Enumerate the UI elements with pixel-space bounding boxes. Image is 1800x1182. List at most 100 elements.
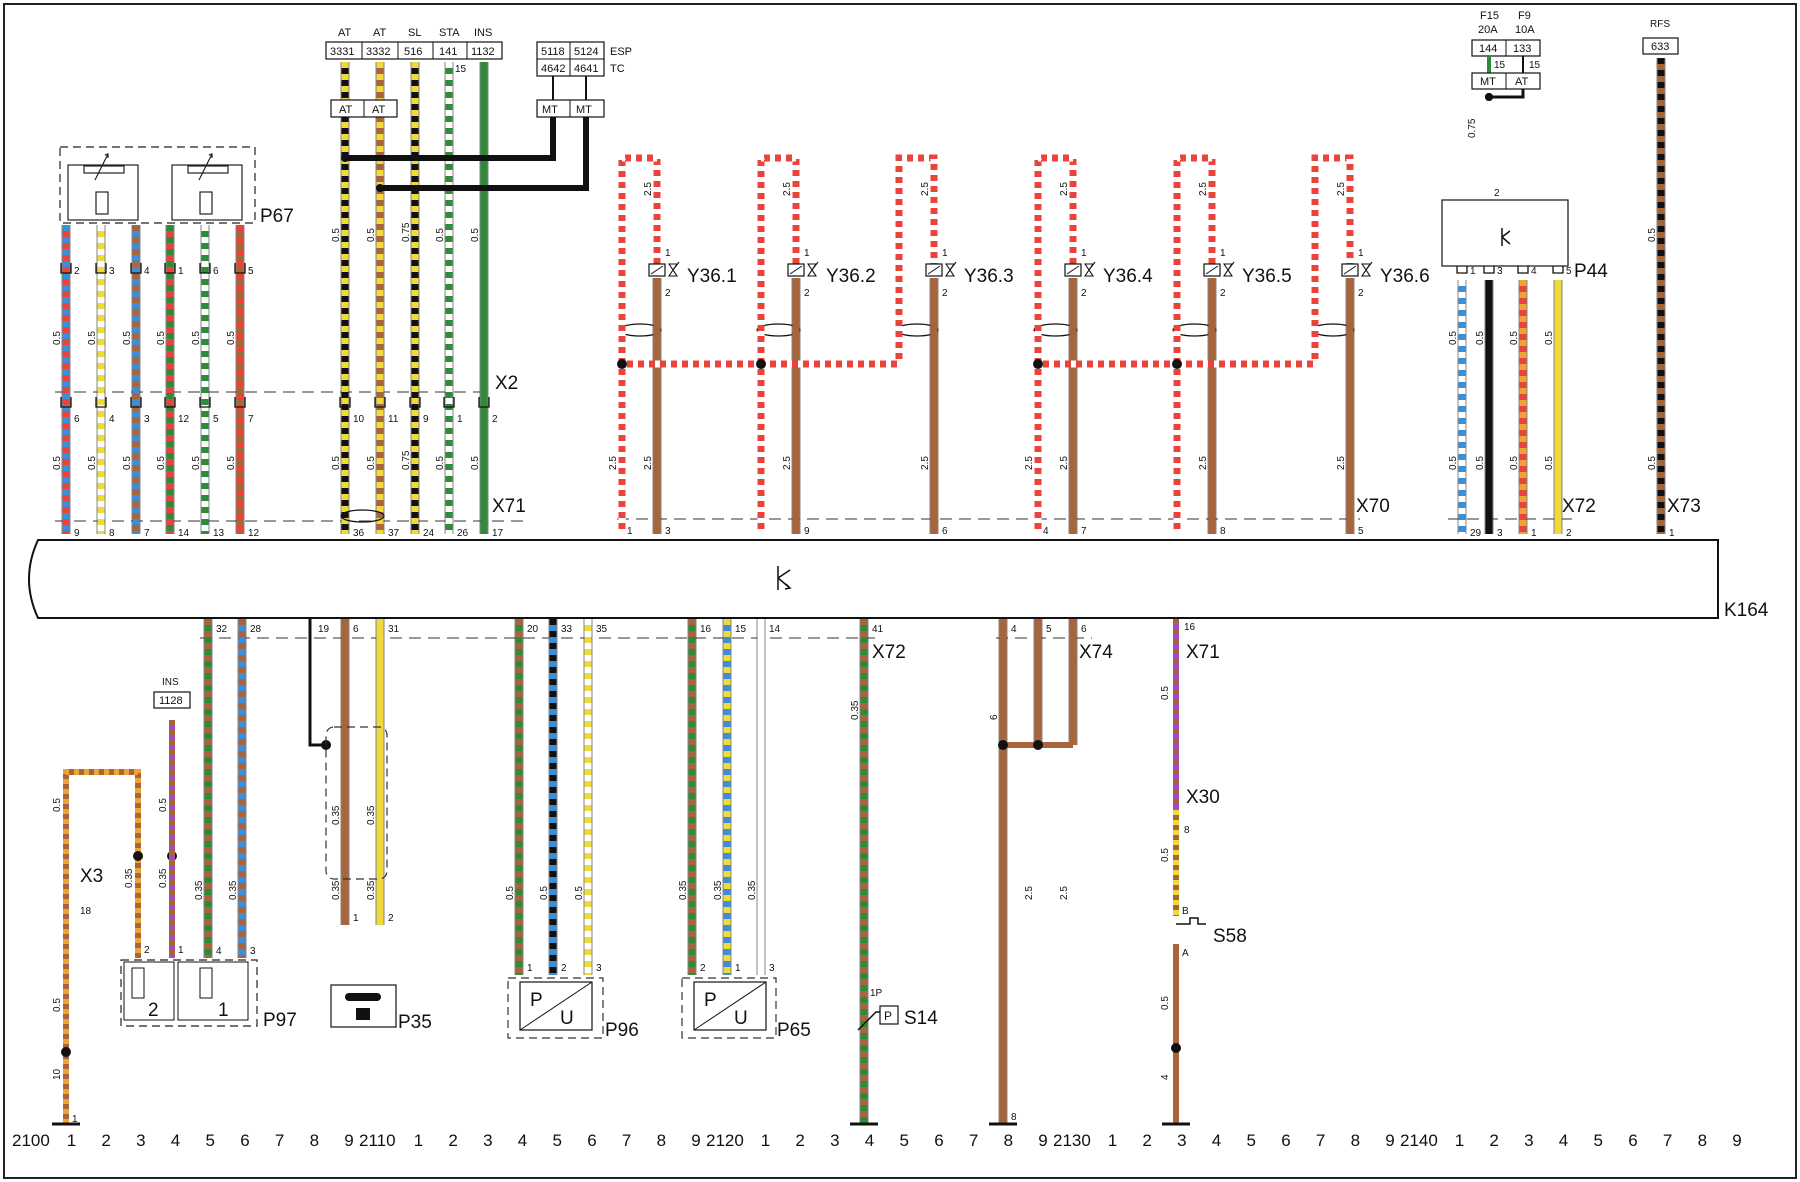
ruler-label-27: 7 <box>969 1131 978 1150</box>
ruler-label-30: 2130 <box>1053 1131 1091 1150</box>
wire-size-label: 0.5 <box>52 331 63 345</box>
ruler-label-0: 2100 <box>12 1131 50 1150</box>
p65-p: P <box>704 990 717 1011</box>
wire-pin-top-label: 1 <box>1470 266 1476 277</box>
valve-y36-4: Y36.4 <box>1103 266 1153 287</box>
wire-size-label: 0.5 <box>191 331 202 345</box>
s58-pin-b: B <box>1182 906 1189 917</box>
solenoid-wire-size: 2.5 <box>1059 182 1070 196</box>
fuse-sel-at: AT <box>1515 76 1529 88</box>
ruler-label-23: 3 <box>830 1131 839 1150</box>
wire-pin-top <box>95 263 107 274</box>
p44-label: P44 <box>1574 261 1608 282</box>
wire-pin-top-label: 4 <box>144 266 150 277</box>
wire-pin-bot-label: 29 <box>1470 528 1482 539</box>
wire-pin-mid-label: 2 <box>492 414 498 425</box>
wire-30: 62.5 <box>1059 619 1087 900</box>
wire-size-label: 0.5 <box>366 228 377 242</box>
fuse-group-right: F15 F9 20A 10A 144 133 15 15 MT AT 0.75 … <box>1441 10 1679 282</box>
circuit-label-sl: SL <box>408 27 421 39</box>
solenoid-pin-top: 1 <box>942 248 948 259</box>
wire-pin-mid-label: 3 <box>144 414 150 425</box>
solenoid-wire-size-lower: 2.5 <box>920 456 931 470</box>
wire-size-label: 0.35 <box>366 880 377 900</box>
ruler-label-41: 1 <box>1455 1131 1464 1150</box>
solenoid-wire-size-lower: 2.5 <box>1198 456 1209 470</box>
wire-pin-mid <box>478 397 490 408</box>
valve-labels: Y36.1 Y36.2 Y36.3 Y36.4 Y36.5 Y36.6 <box>687 266 1430 287</box>
wire-15: 520.50.5 <box>1544 263 1572 539</box>
wire-size-label: 0.5 <box>1544 331 1555 345</box>
wire-pin-top-label: 16 <box>700 624 712 635</box>
solenoid-wire-size: 2.5 <box>920 182 931 196</box>
esp-label: ESP <box>610 46 632 58</box>
x71-bottom-label: X71 <box>1186 642 1220 663</box>
x3-pin-18: 18 <box>80 906 92 917</box>
solenoid-module-pin: 9 <box>804 526 810 537</box>
wire-pin-mid <box>374 397 386 408</box>
solenoid-ground-wire <box>1068 278 1078 534</box>
tc-4641: 4641 <box>574 63 598 75</box>
wire-pin-top <box>1517 263 1529 274</box>
wire-pin-bot-label: 7 <box>144 528 150 539</box>
wire-21: 200.51 <box>505 619 539 975</box>
x30-size-1: 0.5 <box>1160 686 1171 700</box>
wire-pin-top-label: 4 <box>1531 266 1537 277</box>
wire-pin-mid <box>339 397 351 408</box>
ruler-label-8: 8 <box>310 1131 319 1150</box>
x72-bottom-label: X72 <box>872 642 906 663</box>
fuse-3332: 3332 <box>366 46 390 58</box>
solenoid-module-pin: 3 <box>665 526 671 537</box>
wire-size-label: 0.35 <box>850 700 861 720</box>
p97-area: INS 1128 X3 18 0.5 0.5 10 0.35 0.35 0.5 … <box>52 677 297 1125</box>
wire-pin-bot-label: 12 <box>248 528 260 539</box>
ruler-label-34: 4 <box>1212 1131 1221 1150</box>
x3-size-top: 0.5 <box>52 798 63 812</box>
wire-pin-mid-label: 11 <box>388 414 399 425</box>
wire-17: 320.354 <box>194 619 228 958</box>
fuse-sel-mt: MT <box>1480 76 1496 88</box>
wire-pin-mid <box>443 397 455 408</box>
solenoid-wire-size: 2.5 <box>643 182 654 196</box>
ruler-label-39: 9 <box>1385 1131 1394 1150</box>
s58-label: S58 <box>1213 926 1247 947</box>
valve-y36-3: Y36.3 <box>964 266 1014 287</box>
fuse-516: 516 <box>404 46 422 58</box>
wire-pin-top-label: 6 <box>353 624 359 635</box>
wire-size-label-lower: 0.5 <box>52 456 63 470</box>
solenoid-module-pin: 8 <box>1220 526 1226 537</box>
fuse-f9-pin: 15 <box>1529 60 1541 71</box>
circuit-label-at-2: AT <box>373 27 387 39</box>
circuit-label-ins: INS <box>474 27 492 39</box>
ruler-label-28: 8 <box>1004 1131 1013 1150</box>
ruler-label-4: 4 <box>171 1131 180 1150</box>
wire-pin-top-label: 33 <box>561 624 573 635</box>
wire-pin-mid <box>95 397 107 408</box>
wire-pin-top <box>234 263 246 274</box>
ruler-label-37: 7 <box>1316 1131 1325 1150</box>
ruler-label-25: 5 <box>900 1131 909 1150</box>
wire-pin-bot-label: 13 <box>213 528 225 539</box>
wire-size-label: 0.35 <box>747 880 758 900</box>
mt-wire-size: 0.75 <box>1467 118 1478 138</box>
x30-size-3: 0.5 <box>1160 996 1171 1010</box>
wire-size-label-lower: 0.5 <box>1647 456 1658 470</box>
wire-size-label: 0.5 <box>470 228 481 242</box>
junction-dots <box>617 93 1493 369</box>
wire-size-label: 0.5 <box>226 331 237 345</box>
wire-18: 280.353 <box>228 619 262 958</box>
wire-pin-mid <box>164 397 176 408</box>
wire-size-label: 0.5 <box>1475 331 1486 345</box>
p97-cell-1: 1 <box>218 1000 229 1021</box>
ruler-label-2: 2 <box>101 1131 110 1150</box>
ruler-label-20: 2120 <box>706 1131 744 1150</box>
